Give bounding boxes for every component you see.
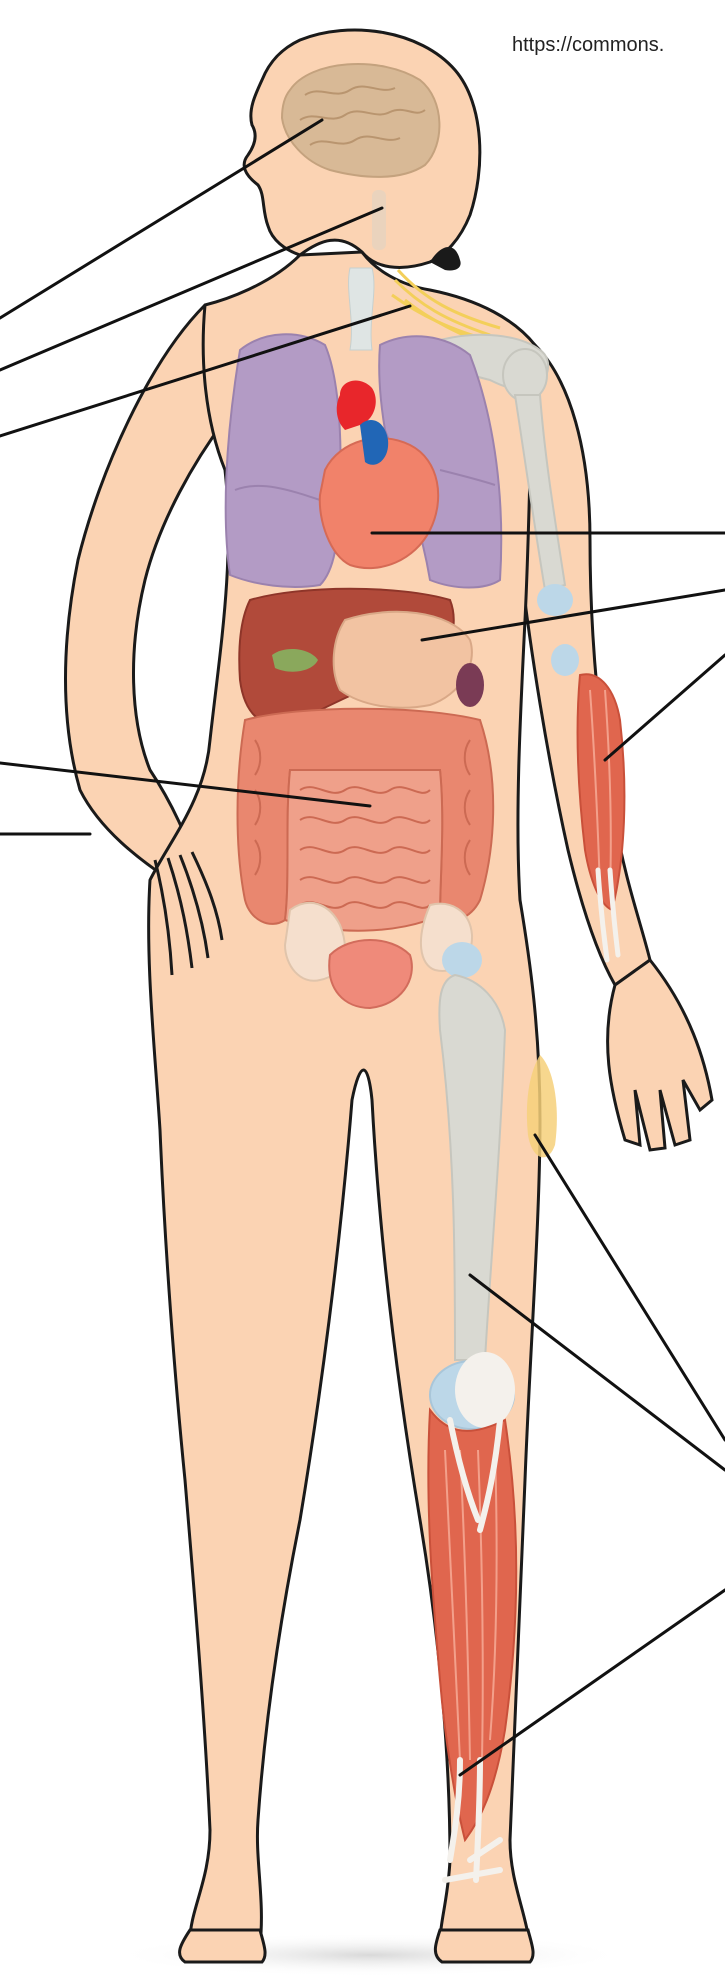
left-foot xyxy=(180,1930,266,1962)
trachea xyxy=(349,268,374,350)
leader-line-muscle-arm xyxy=(605,655,725,760)
right-foot xyxy=(435,1930,533,1962)
right-hand xyxy=(608,960,712,1150)
spinal-cord xyxy=(372,190,386,250)
patella xyxy=(455,1352,515,1428)
left-lung xyxy=(226,334,341,587)
leader-line-adipose xyxy=(535,1135,725,1440)
hip-joint xyxy=(442,942,482,978)
elbow-cartilage xyxy=(551,644,579,676)
spleen xyxy=(456,663,484,707)
stomach xyxy=(334,612,472,708)
